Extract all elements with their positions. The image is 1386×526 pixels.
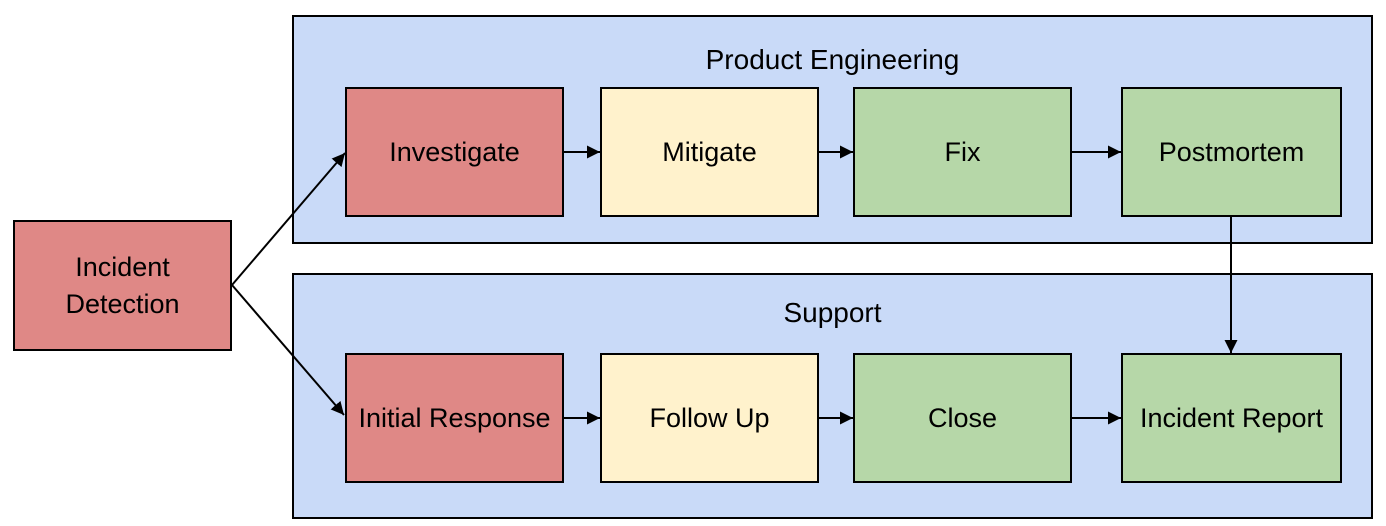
node-fix: Fix	[853, 87, 1072, 217]
node-label: Mitigate	[662, 136, 757, 167]
node-label: Fix	[944, 136, 981, 167]
node-initial-response: Initial Response	[345, 353, 564, 483]
node-label: Postmortem	[1158, 136, 1305, 167]
node-label: Follow Up	[649, 402, 770, 433]
node-incident-report: Incident Report	[1121, 353, 1342, 483]
node-label: Incident Report	[1139, 402, 1324, 433]
node-follow-up: Follow Up	[600, 353, 819, 483]
node-label: Close	[927, 402, 998, 433]
node-label: Initial Response	[358, 402, 551, 433]
node-postmortem: Postmortem	[1121, 87, 1342, 217]
node-close: Close	[853, 353, 1072, 483]
lane-title-support: Support	[783, 297, 882, 328]
node-investigate: Investigate	[345, 87, 564, 217]
node-label: Incident Detection	[65, 251, 180, 319]
node-label: Investigate	[389, 136, 520, 167]
node-incident-detection: Incident Detection	[13, 220, 232, 351]
lane-title-product-engineering: Product Engineering	[705, 44, 960, 75]
node-mitigate: Mitigate	[600, 87, 819, 217]
